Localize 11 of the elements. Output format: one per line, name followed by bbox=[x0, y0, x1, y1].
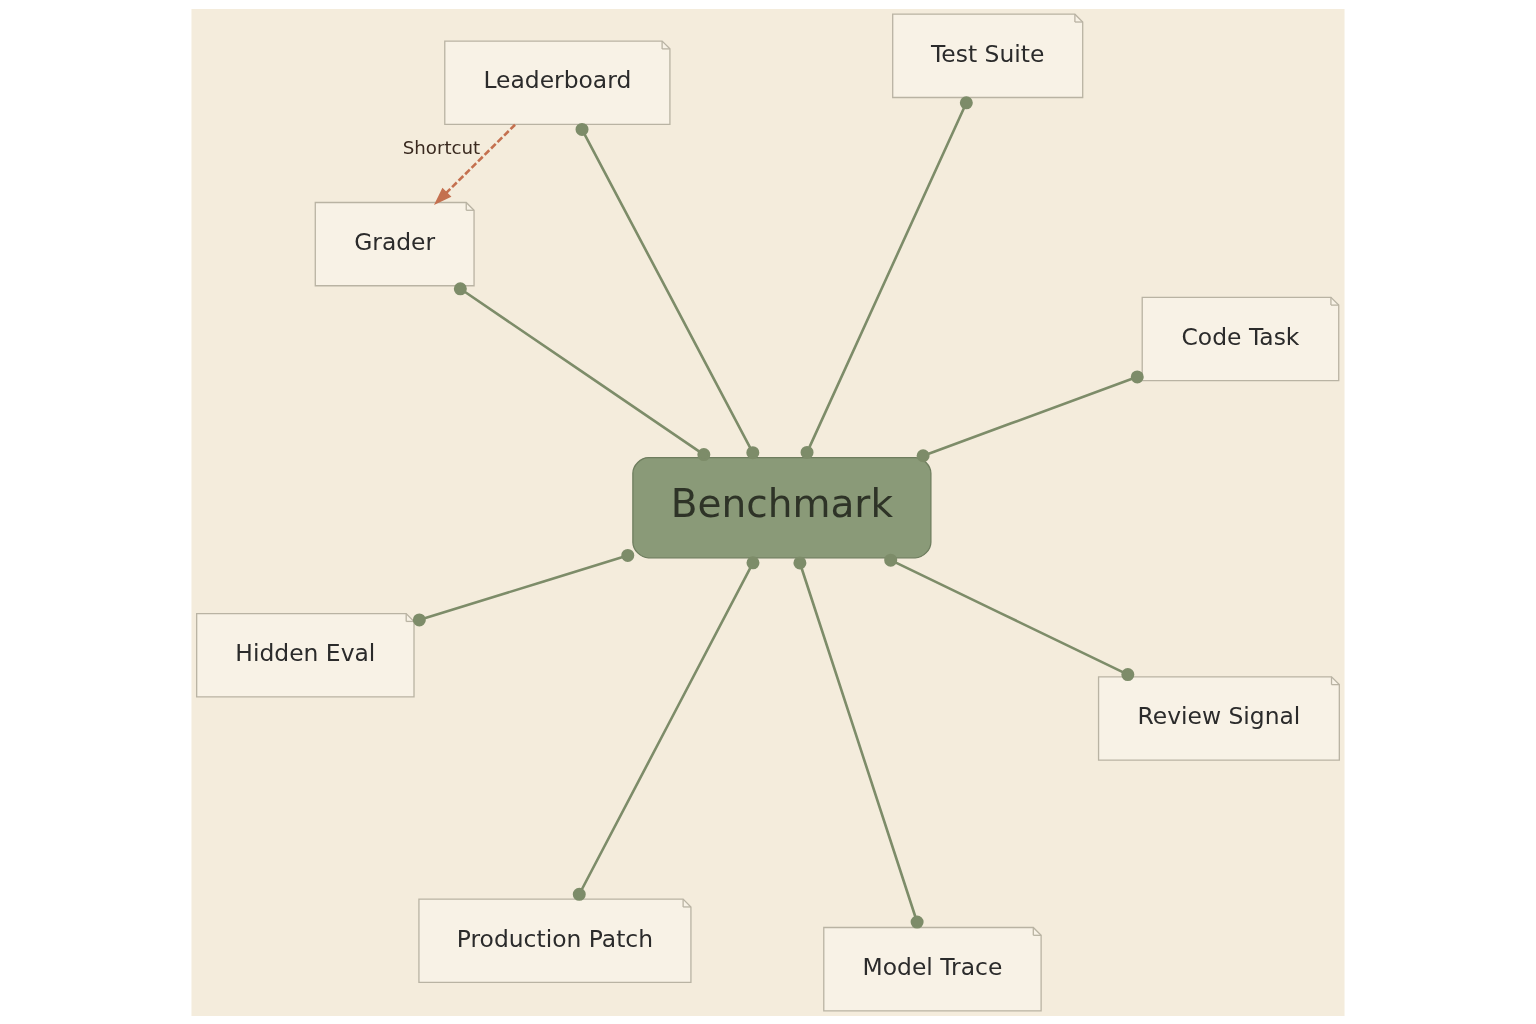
arrow bbox=[434, 123, 516, 205]
connector bbox=[793, 555, 924, 929]
connector bbox=[575, 122, 760, 459]
connector bbox=[572, 555, 760, 901]
node-box: Benchmark bbox=[632, 456, 932, 558]
edge-label: Shortcut bbox=[402, 136, 481, 158]
connector bbox=[412, 548, 635, 626]
connector bbox=[916, 369, 1144, 462]
connector bbox=[800, 95, 973, 459]
connector bbox=[453, 281, 711, 461]
connector bbox=[884, 553, 1135, 681]
